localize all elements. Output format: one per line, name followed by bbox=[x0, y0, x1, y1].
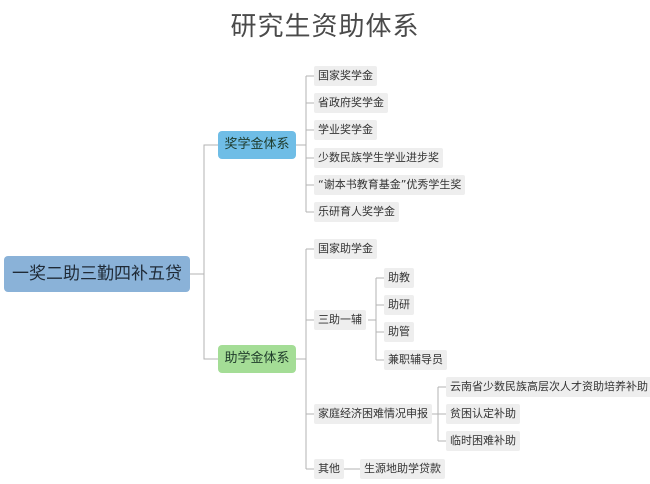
hardship-item: 云南省少数民族高层次人才资助培养补助 bbox=[446, 377, 650, 397]
scholarship-item: “谢本书教育基金”优秀学生奖 bbox=[314, 175, 466, 195]
other-item: 生源地助学贷款 bbox=[360, 459, 445, 479]
three-assist-item: 助教 bbox=[384, 268, 414, 288]
root-node: 一奖二助三勤四补五贷 bbox=[4, 256, 190, 292]
three-assist-item: 助研 bbox=[384, 295, 414, 315]
grant-three-assist-node: 三助一辅 bbox=[314, 310, 366, 330]
connector-root-grant bbox=[190, 273, 218, 360]
scholarship-item: 学业奖学金 bbox=[314, 120, 377, 140]
scholarship-item: 国家奖学金 bbox=[314, 66, 377, 86]
diagram-title: 研究生资助体系 bbox=[230, 12, 420, 42]
hardship-item: 临时困难补助 bbox=[446, 431, 520, 451]
hardship-item: 贫困认定补助 bbox=[446, 404, 520, 424]
grant-other-node: 其他 bbox=[314, 459, 344, 479]
connector-root-scholarship bbox=[190, 144, 218, 275]
scholarship-branch-node: 奖学金体系 bbox=[218, 131, 296, 159]
connector-grant-items bbox=[296, 249, 307, 469]
grant-branch-node: 助学金体系 bbox=[218, 345, 296, 373]
scholarship-item: 省政府奖学金 bbox=[314, 93, 388, 113]
three-assist-item: 助管 bbox=[384, 322, 414, 342]
connector-three-assist-items bbox=[368, 278, 377, 360]
scholarship-item: 少数民族学生学业进步奖 bbox=[314, 148, 443, 168]
grant-national-node: 国家助学金 bbox=[314, 239, 377, 259]
scholarship-item: 乐研育人奖学金 bbox=[314, 202, 399, 222]
grant-hardship-node: 家庭经济困难情况申报 bbox=[314, 404, 432, 424]
connector-scholarship-items bbox=[296, 76, 307, 212]
three-assist-item: 兼职辅导员 bbox=[384, 350, 447, 370]
